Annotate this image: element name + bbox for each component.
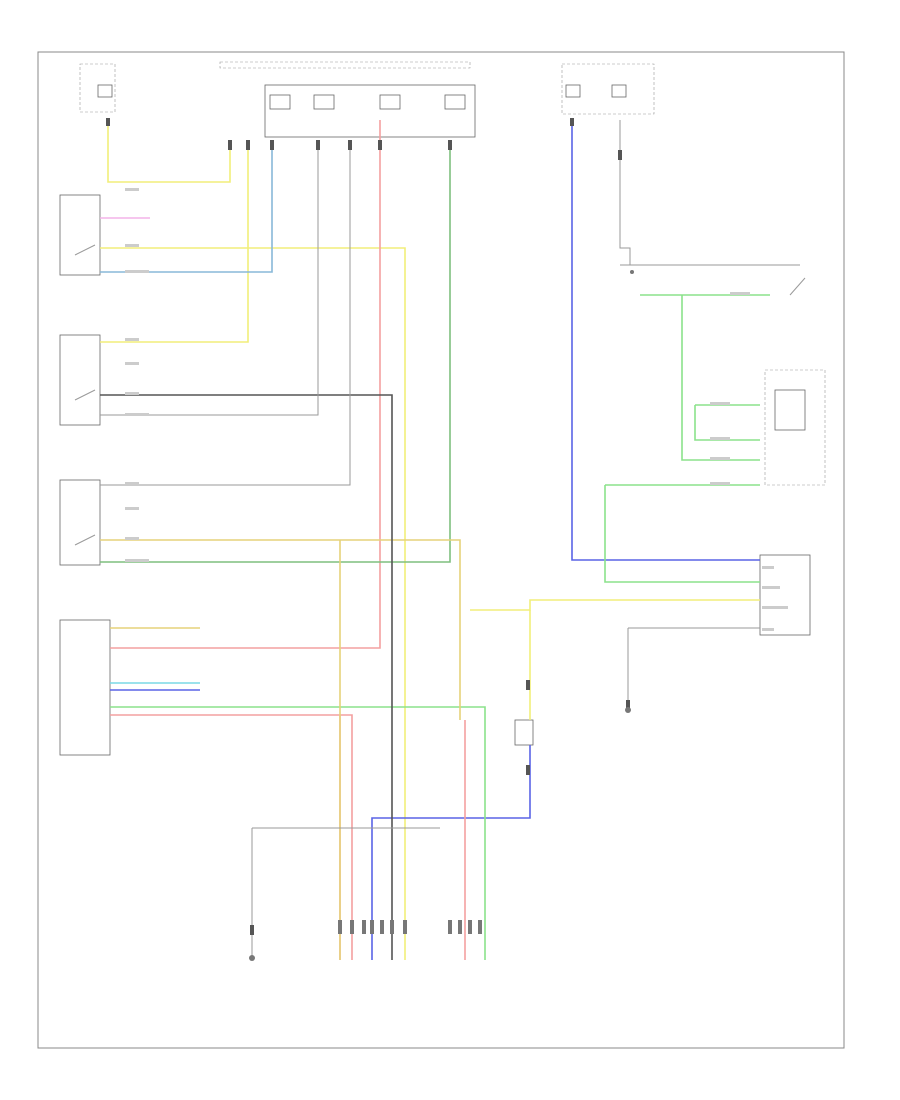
tan-wires: [100, 539, 461, 960]
diagram-frame: [37, 51, 845, 1049]
green-wires: [100, 150, 770, 960]
gray-wires: [100, 120, 760, 960]
connector-pins: [106, 118, 630, 935]
relay-2: [59, 334, 101, 426]
lightblue-wire: [100, 150, 273, 273]
dark-wires: [100, 394, 393, 960]
brake-pedal-module: [764, 369, 826, 486]
ground-mid-icon: [625, 707, 631, 713]
electric-brake-controller-box: [759, 554, 811, 636]
trailer-connector-left-pins: [338, 920, 407, 934]
ground-left-icon: [249, 955, 255, 961]
blue-wires: [110, 120, 760, 960]
fuse-box-right: [561, 63, 655, 115]
brake-light-switch: [620, 264, 806, 296]
wire-code-labels: [125, 188, 788, 631]
junction-connector: [514, 719, 534, 746]
fuse-box-center: [219, 61, 476, 138]
trailer-module: [59, 619, 111, 756]
fuse-box-left: [79, 63, 116, 113]
relay-3: [59, 479, 101, 566]
trailer-connector-right-pins: [448, 920, 482, 934]
relay-1: [59, 194, 101, 276]
yellow-wires: [100, 120, 760, 960]
